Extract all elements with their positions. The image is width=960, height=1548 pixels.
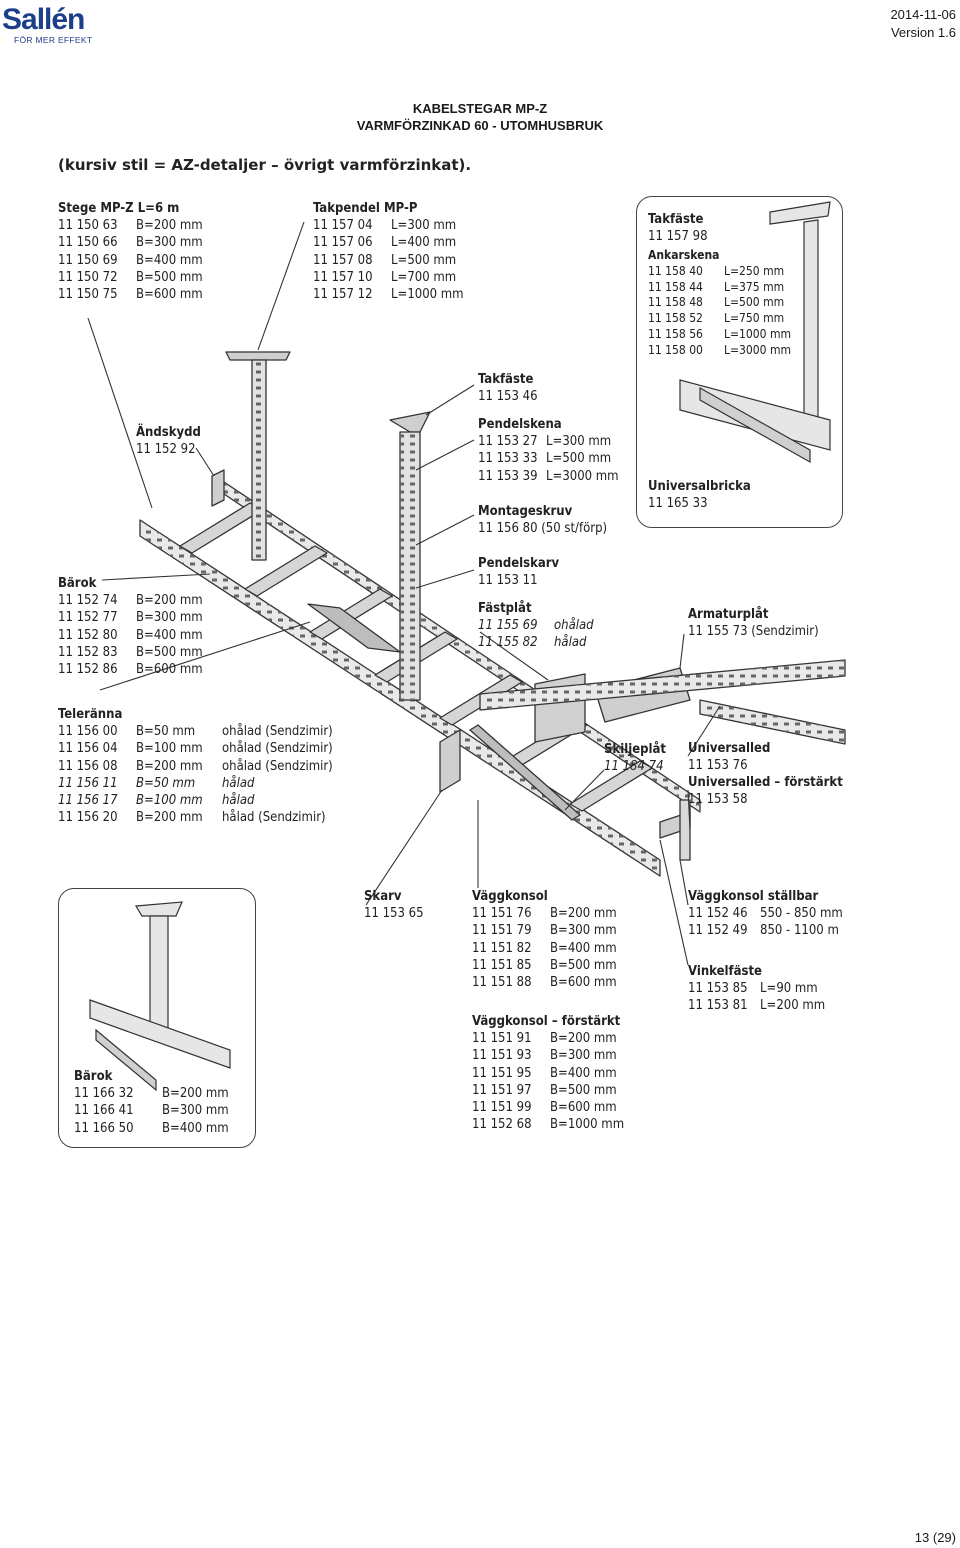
skiljeplat-plate (469, 724, 581, 821)
document-date: 2014-11-06 (890, 7, 956, 22)
takpendel-bracket (225, 351, 291, 361)
document-meta: 2014-11-06 Version 1.6 (890, 6, 956, 42)
label-takfaste: Takfäste 11 153 46 (478, 372, 538, 405)
label-universalled-forstarkt: Universalled – förstärkt 11 153 58 (688, 775, 843, 808)
label-title: Stege MP-Z L=6 m (58, 201, 180, 216)
label-universalbricka: Universalbricka 11 165 33 (648, 479, 751, 512)
pendelskena-rail (389, 411, 431, 433)
title-line-2: VARMFÖRZINKAD 60 - UTOMHUSBRUK (356, 118, 604, 133)
label-armaturplat: Armaturplåt 11 155 73 (Sendzimir) (688, 607, 819, 640)
label-pendelskarv: Pendelskarv 11 153 11 (478, 556, 560, 589)
fastplat-plate (534, 673, 586, 743)
page-number: 13 (29) (914, 1530, 956, 1545)
label-montageskruv: Montageskruv 11 156 80 (50 st/förp) (478, 504, 608, 537)
inset-frame-barok (58, 888, 256, 1148)
title-line-1: KABELSTEGAR MP-Z (412, 101, 548, 116)
label-andskydd: Ändskydd 11 152 92 (136, 425, 201, 458)
label-skiljeplat: Skiljeplåt 11 184 74 (604, 742, 667, 775)
inset-takfaste-drawing (679, 201, 831, 464)
teleranna-tray (307, 603, 401, 653)
style-note: (kursiv stil = AZ-detaljer – övrigt varm… (58, 156, 472, 174)
document-version: Version 1.6 (890, 25, 956, 40)
sallen-logo: Sallén FÖR MER EFFEKT (2, 3, 97, 46)
andskydd-cap (211, 469, 225, 507)
logo-tagline: FÖR MER EFFEKT (14, 35, 93, 45)
inset-barok-drawing (89, 901, 231, 1092)
inset-frame-takfaste (636, 196, 843, 528)
label-universalled: Universalled 11 153 76 (688, 741, 771, 774)
logo-wordmark: Sallén (2, 3, 85, 36)
label-takfaste-inset: Takfäste 11 157 98 (648, 212, 708, 245)
label-skarv: Skarv 11 153 65 (364, 889, 424, 922)
document-title: KABELSTEGAR MP-Z VARMFÖRZINKAD 60 - UTOM… (0, 100, 960, 134)
skarv-plate (439, 729, 461, 793)
